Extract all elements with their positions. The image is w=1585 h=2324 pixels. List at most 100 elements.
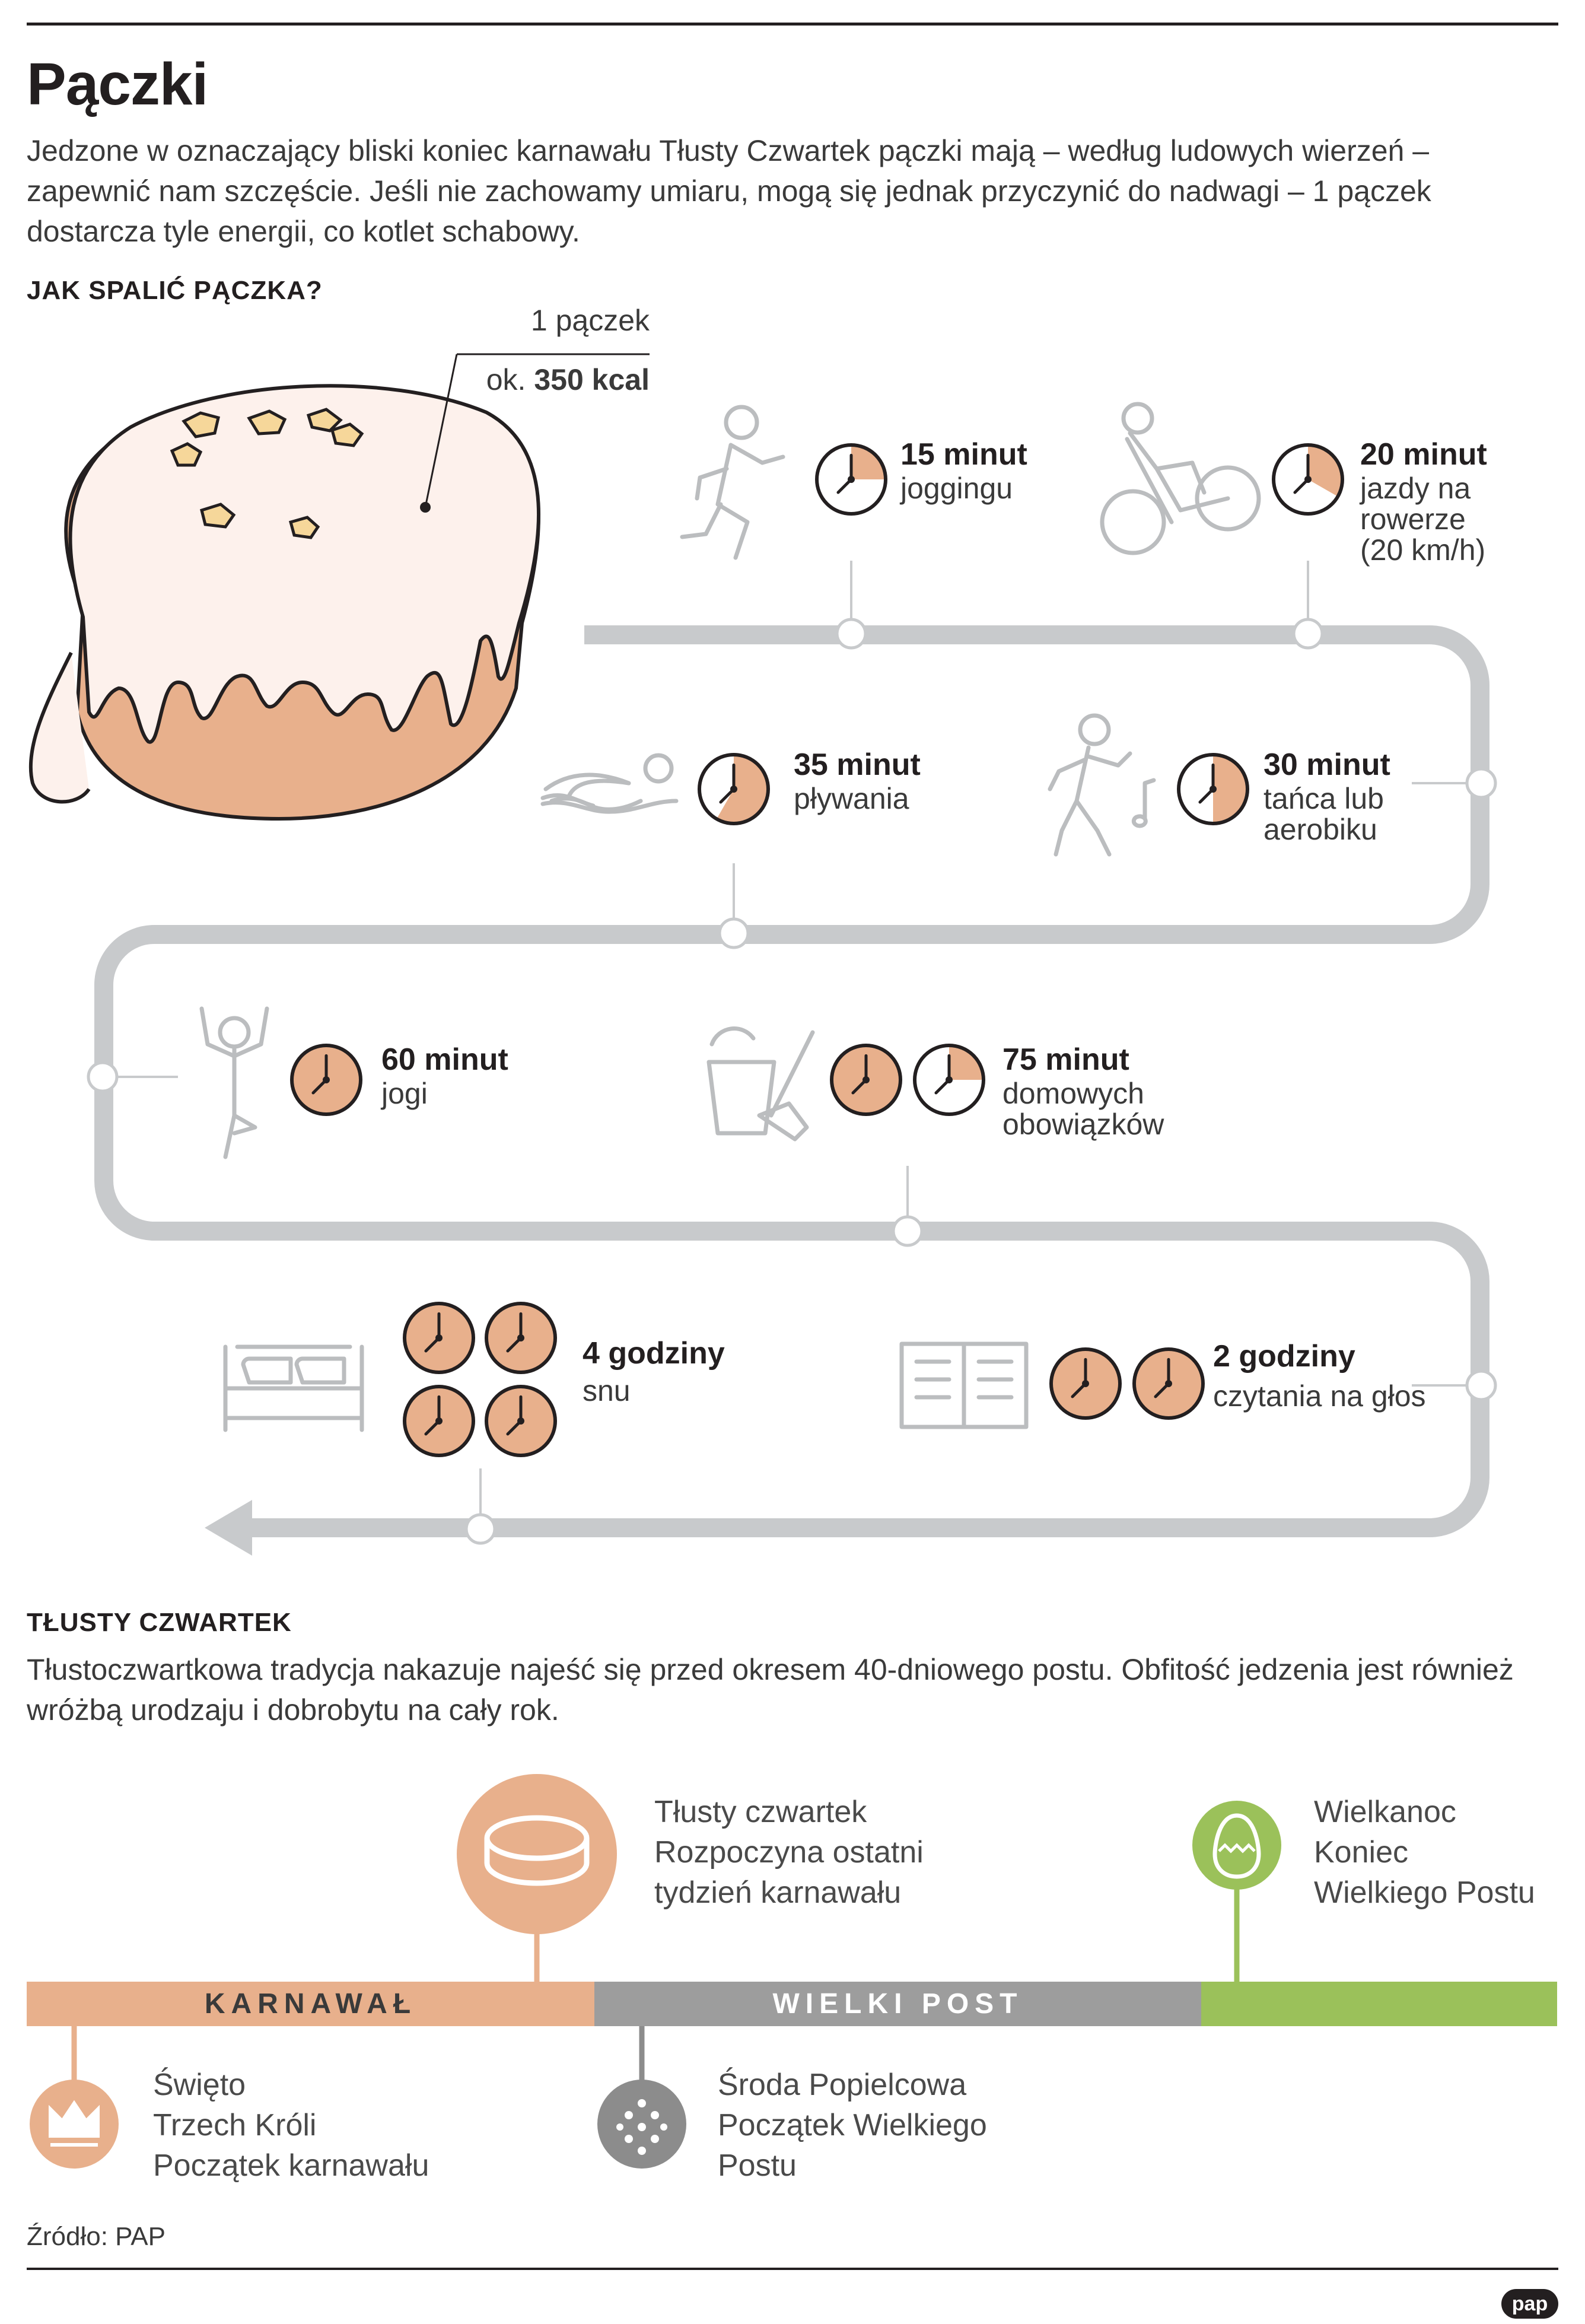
egg-glyph [1212,1813,1261,1879]
donut-icon [457,1774,617,1934]
calorie-callout: 1 pączek ok. 350 kcal [356,291,650,409]
clock-icon [403,1302,475,1374]
donut-glyph [484,1815,590,1886]
activity-title: 75 minut [1002,1042,1129,1077]
activity-desc: domowych [1002,1077,1144,1110]
activity-desc: joggingu [900,472,1013,505]
clock-icon [485,1385,557,1457]
event-line: Święto [153,2068,246,2102]
activity-desc: tańca lub [1263,782,1384,815]
clock-icon [815,443,887,516]
activity-title: 60 minut [381,1042,508,1077]
callout-dot [420,502,431,513]
activity-title: 20 minut [1360,437,1487,472]
activity-desc: snu [583,1374,631,1407]
top-rule [27,23,1558,26]
activity-desc: aerobiku [1263,813,1377,846]
section-heading-burn: JAK SPALIĆ PĄCZKA? [27,276,323,305]
activity-desc: obowiązków [1002,1108,1164,1141]
callout-line [424,354,458,508]
cycling-icon [1100,402,1261,555]
event-line: Trzech Króli [153,2108,317,2142]
clock-icon [698,753,770,825]
activity-cycling: 20 minut jazdy na rowerze (20 km/h) [1360,436,1487,565]
section-heading-fat-thursday: TŁUSTY CZWARTEK [27,1608,292,1637]
event-line: tydzień karnawału [654,1875,902,1910]
clock-icon [1177,753,1249,825]
activity-jogging: 15 minut joggingu [900,436,1027,504]
jogging-icon [680,405,785,560]
yoga-icon [199,1006,269,1159]
activity-reading: 2 godziny czytania na głos [1213,1338,1426,1411]
track-connectors [116,561,1468,1516]
clock-icon [485,1302,557,1374]
activity-desc: czytania na głos [1213,1379,1426,1413]
track-node [1465,767,1497,799]
event-line: Wielkanoc [1314,1795,1456,1829]
activity-swimming: 35 minut pływania [794,746,921,814]
dancing-icon [1048,713,1156,857]
activity-dancing: 30 minut tańca lub aerobiku [1263,746,1390,845]
clock-icon [1132,1347,1205,1420]
page-title: Pączki [27,51,208,117]
activity-desc: (20 km/h) [1360,533,1486,567]
clock-icon [913,1044,985,1116]
clock-icon [1049,1347,1122,1420]
event-line: Koniec [1314,1835,1408,1870]
donut-illustration [28,384,540,821]
clock-icon [403,1385,475,1457]
cleaning-icon [706,1026,815,1142]
clock-group [290,443,1344,1457]
activity-desc: jazdy na [1360,472,1471,505]
pap-logo: pap [1501,2289,1558,2319]
activity-yoga: 60 minut jogi [381,1041,508,1109]
crown-glyph [49,2100,100,2147]
activity-desc: rowerze [1360,503,1466,536]
track-arrowhead [205,1500,252,1556]
clock-icon [290,1044,362,1116]
track-node [892,1215,924,1247]
calorie-line2: ok. 350 kcal [356,350,650,409]
activity-title: 30 minut [1263,748,1390,782]
event-epiphany: Święto Trzech Króli Początek karnawału [153,2065,429,2186]
bottom-rule [27,2268,1558,2270]
event-line: Wielkiego Postu [1314,1875,1535,1910]
fat-thursday-text: Tłustoczwartkowa tradycja nakazuje najeś… [27,1653,1514,1727]
event-line: Początek karnawału [153,2148,429,2183]
clock-icon [1272,443,1344,516]
activity-title: 15 minut [900,437,1027,472]
calorie-line1: 1 pączek [530,304,650,337]
track-node [835,618,867,650]
event-fat-thursday: Tłusty czwartek Rozpoczyna ostatni tydzi… [654,1792,924,1913]
source-note: Źródło: PAP [27,2222,165,2251]
clock-icon [830,1044,902,1116]
bar-label-karnawal: KARNAWAŁ [204,1988,417,2020]
bar-karnawal [27,1982,594,2026]
bed-icon [223,1344,364,1432]
bar-label-wielki-post: WIELKI POST [772,1988,1023,2020]
track-node [1465,1369,1497,1401]
bar-wielkanoc [1201,1982,1557,2026]
event-line: Środa Popielcowa [718,2068,967,2102]
ash-glyph [616,2099,667,2155]
calorie-value: 350 kcal [534,363,650,396]
event-line: Tłusty czwartek [654,1795,867,1829]
activity-title: 4 godziny [583,1336,725,1371]
activity-desc: pływania [794,782,909,815]
event-ash-wednesday: Środa Popielcowa Początek Wielkiego Post… [718,2065,987,2186]
activity-title: 2 godziny [1213,1339,1355,1374]
track-node [87,1061,119,1093]
activity-sleep: 4 godziny snu [583,1335,725,1406]
track-node [718,917,750,949]
track-node [464,1513,496,1545]
event-line: Rozpoczyna ostatni [654,1835,924,1870]
swimming-icon [540,753,679,814]
book-icon [899,1341,1029,1429]
activity-title: 35 minut [794,748,921,782]
event-line: Początek Wielkiego [718,2108,987,2142]
activity-cleaning: 75 minut domowych obowiązków [1002,1041,1164,1140]
event-easter: Wielkanoc Koniec Wielkiego Postu [1314,1792,1535,1913]
track-nodes [87,618,1497,1545]
bar-wielki-post [594,1982,1201,2026]
